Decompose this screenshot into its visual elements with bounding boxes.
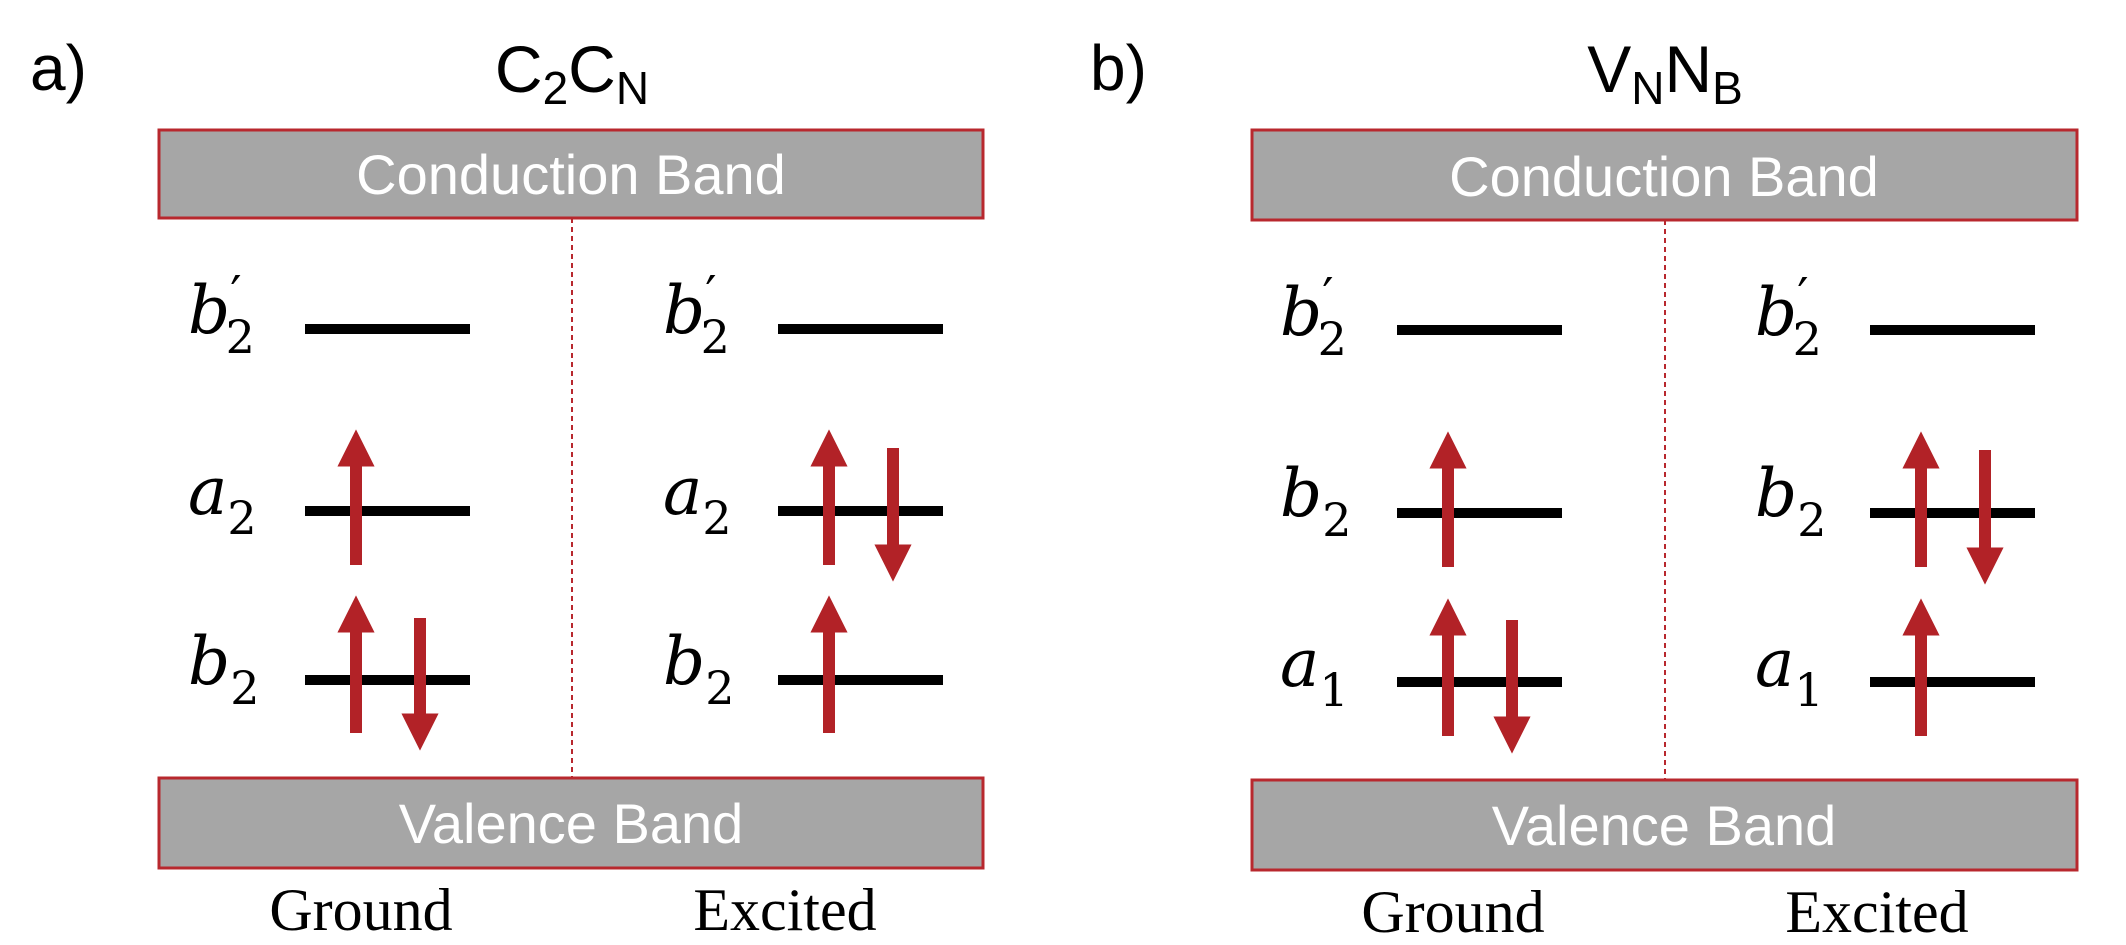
title-a-main1: C: [495, 32, 543, 106]
orbital-label: a1: [1280, 625, 1349, 717]
level-a-1-ground: a2: [188, 429, 470, 565]
orbital-sub: 2: [226, 310, 255, 364]
title-b-main1: V: [1587, 32, 1631, 106]
orbital-sub: 1: [1794, 663, 1823, 717]
level-a-2-excited: b2: [663, 595, 943, 733]
excited-label-b: Excited: [1785, 879, 1968, 945]
orbital-main: b: [1280, 455, 1322, 532]
level-b-0-excited: b′2: [1755, 267, 2035, 366]
level-b-1-ground: b2: [1280, 431, 1562, 567]
level-b-0-ground: b′2: [1280, 267, 1562, 366]
orbital-sub: 2: [1318, 312, 1347, 366]
orbital-sub: 2: [702, 491, 731, 545]
orbital-main: a: [188, 453, 227, 530]
ground-label-a: Ground: [269, 877, 452, 943]
orbital-prime: ′: [230, 265, 241, 323]
panel-a: a) C2CN Conduction Band b′2 a2 b2: [30, 32, 985, 943]
title-a-sub2: N: [616, 62, 649, 114]
orbital-sub: 1: [1319, 663, 1348, 717]
conduction-band-a: Conduction Band: [157, 128, 985, 220]
orbital-label: b2: [663, 623, 735, 715]
orbital-sub: 2: [227, 491, 256, 545]
orbital-main: b: [188, 272, 230, 349]
orbital-prime: ′: [1322, 267, 1333, 325]
title-a-main2: C: [568, 32, 616, 106]
orbital-sub: 2: [701, 310, 730, 364]
orbital-main: b: [1280, 274, 1322, 351]
orbital-prime: ′: [1797, 267, 1808, 325]
valence-band-b-box: [1250, 778, 2079, 872]
conduction-band-b: Conduction Band: [1250, 128, 2079, 222]
conduction-band-b-label: Conduction Band: [1449, 145, 1879, 208]
valence-band-a-box: [157, 776, 985, 870]
orbital-sub: 2: [705, 661, 734, 715]
orbital-sub: 2: [1797, 493, 1826, 547]
orbital-label: b′2: [188, 265, 255, 364]
title-b-sub1: N: [1631, 62, 1664, 114]
orbital-label: b′2: [1755, 267, 1822, 366]
orbital-main: b: [1755, 455, 1797, 532]
orbital-sub: 2: [1793, 312, 1822, 366]
level-b-2-ground: a1: [1280, 598, 1562, 754]
orbital-prime: ′: [705, 265, 716, 323]
orbital-main: a: [1280, 625, 1319, 702]
orbital-label: a1: [1755, 625, 1824, 717]
title-b-sub2: B: [1712, 62, 1743, 114]
level-a-2-ground: b2: [188, 595, 470, 751]
excited-label-a: Excited: [693, 877, 876, 943]
panel-a-letter: a): [30, 32, 87, 104]
orbital-main: b: [188, 623, 230, 700]
orbital-sub: 2: [1322, 493, 1351, 547]
title-a-sub1: 2: [543, 62, 569, 114]
orbital-label: b2: [1755, 455, 1827, 547]
valence-band-a: Valence Band: [157, 776, 985, 870]
orbital-main: a: [1755, 625, 1794, 702]
ground-label-b: Ground: [1361, 879, 1544, 945]
level-b-1-excited: b2: [1755, 431, 2035, 585]
orbital-label: b2: [188, 623, 260, 715]
panel-b: b) VNNB Conduction Band b′2 b2 a1: [1090, 32, 2079, 945]
title-b-main2: N: [1664, 32, 1712, 106]
orbital-label: b′2: [663, 265, 730, 364]
conduction-band-a-box: [157, 128, 985, 220]
conduction-band-a-label: Conduction Band: [356, 143, 786, 206]
panel-b-title: VNNB: [1587, 32, 1743, 114]
orbital-main: b: [663, 623, 705, 700]
level-a-0-excited: b′2: [663, 265, 943, 364]
valence-band-b: Valence Band: [1250, 778, 2079, 872]
level-b-2-excited: a1: [1755, 598, 2035, 736]
orbital-main: b: [1755, 274, 1797, 351]
orbital-label: a2: [188, 453, 257, 545]
level-a-1-excited: a2: [663, 429, 943, 582]
orbital-main: b: [663, 272, 705, 349]
orbital-main: a: [663, 453, 702, 530]
orbital-label: b′2: [1280, 267, 1347, 366]
valence-band-a-label: Valence Band: [399, 792, 744, 855]
level-a-0-ground: b′2: [188, 265, 470, 364]
panel-a-title: C2CN: [495, 32, 649, 114]
orbital-label: a2: [663, 453, 732, 545]
orbital-sub: 2: [230, 661, 259, 715]
orbital-label: b2: [1280, 455, 1352, 547]
panel-b-letter: b): [1090, 32, 1147, 104]
valence-band-b-label: Valence Band: [1492, 794, 1837, 857]
